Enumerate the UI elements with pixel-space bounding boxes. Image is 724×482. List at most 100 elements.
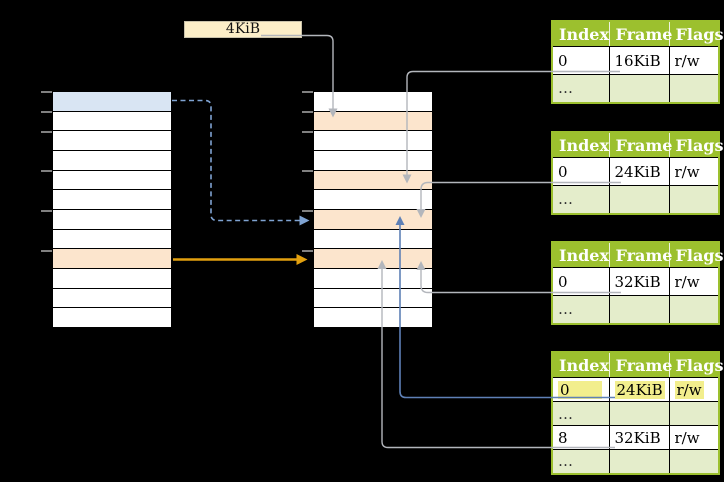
cell-frame [608, 74, 670, 103]
table-row-highlighted: 0 24KiB r/w [551, 377, 720, 402]
address-tick [41, 170, 52, 173]
virtual-memory-cell-9 [53, 269, 171, 289]
cell-frame [608, 449, 670, 474]
virtual-memory-column [41, 91, 172, 329]
physical-memory-cell-3 [314, 151, 432, 171]
physical-memory-cell-6 [314, 210, 432, 230]
physical-memory-cell-8 [314, 249, 432, 270]
virtual-memory-cell-7 [53, 229, 171, 250]
address-tick [41, 210, 52, 212]
cell-index: 8 [551, 425, 610, 450]
cell-flags [668, 449, 720, 474]
cell-frame: 24KiB [608, 157, 670, 186]
virtual-memory-cell-10 [53, 288, 171, 309]
physical-memory-cell-0 [314, 92, 432, 112]
cell-index: … [551, 295, 610, 324]
cell-frame [608, 185, 670, 214]
col-header-flags: Flags [668, 132, 724, 158]
cell-flags: r/w [668, 377, 720, 402]
address-tick [41, 249, 52, 252]
highlighted-value: r/w [674, 380, 704, 399]
table-row-ellipsis: … [551, 185, 720, 214]
page-table-1: Index Frame Flags 0 16KiB r/w … [551, 20, 724, 104]
col-header-index: Index [552, 21, 609, 47]
cell-index: 0 [551, 377, 610, 402]
address-tick [41, 110, 52, 113]
physical-memory-cell-7 [314, 229, 432, 250]
cell-frame: 16KiB [608, 46, 670, 75]
arrow-virtual-page-blue-mapping [172, 99, 310, 226]
cell-frame: 32KiB [608, 425, 670, 450]
col-header-flags: Flags [668, 242, 724, 268]
physical-memory-column [302, 91, 433, 329]
table-header-row: Index Frame Flags [552, 242, 724, 268]
table-header-row: Index Frame Flags [552, 352, 724, 378]
table-row-ellipsis: … [551, 401, 720, 426]
page-table-3: Index Frame Flags 0 32KiB r/w … [551, 241, 724, 325]
physical-memory-cell-2 [314, 131, 432, 152]
address-tick [302, 91, 313, 93]
col-header-frame: Frame [608, 352, 672, 378]
physical-memory-cell-11 [314, 308, 432, 329]
cell-index: 0 [551, 267, 610, 296]
col-header-frame: Frame [608, 21, 672, 47]
page-table-4: Index Frame Flags 0 24KiB r/w … 8 32KiB … [551, 351, 724, 475]
address-tick [41, 130, 52, 133]
cell-flags: r/w [668, 267, 720, 296]
address-tick [302, 249, 313, 252]
table-row: 8 32KiB r/w [551, 425, 720, 450]
virtual-memory-cell-0 [53, 92, 171, 112]
physical-memory-cell-1 [314, 111, 432, 132]
col-header-index: Index [552, 352, 609, 378]
cell-flags: r/w [668, 157, 720, 186]
physical-memory-cell-9 [314, 269, 432, 289]
table-row-ellipsis: … [551, 295, 720, 324]
virtual-memory-cell-4 [53, 170, 171, 191]
col-header-frame: Frame [608, 242, 672, 268]
cell-index: … [551, 185, 610, 214]
cell-frame: 32KiB [608, 267, 670, 296]
address-tick [302, 170, 313, 173]
address-tick [41, 91, 52, 93]
virtual-memory-cell-2 [53, 131, 171, 152]
cell-flags [668, 401, 720, 426]
frame-size-label: 4KiB [225, 21, 261, 37]
table-header-row: Index Frame Flags [552, 21, 724, 47]
table-row: 0 16KiB r/w [551, 46, 720, 75]
physical-memory-cell-4 [314, 170, 432, 191]
col-header-flags: Flags [668, 352, 724, 378]
address-tick [302, 210, 313, 212]
cell-flags: r/w [668, 425, 720, 450]
virtual-memory-cell-11 [53, 308, 171, 329]
cell-index: … [551, 449, 610, 474]
physical-memory-cell-10 [314, 288, 432, 309]
address-tick [302, 130, 313, 133]
page-table-2: Index Frame Flags 0 24KiB r/w … [551, 131, 724, 215]
table-row: 0 24KiB r/w [551, 157, 720, 186]
physical-memory-cell-5 [314, 190, 432, 211]
address-tick [302, 110, 313, 113]
col-header-frame: Frame [608, 132, 672, 158]
cell-flags [668, 74, 720, 103]
cell-frame [608, 295, 670, 324]
cell-flags [668, 185, 720, 214]
cell-frame [608, 401, 670, 426]
cell-index: 0 [551, 157, 610, 186]
frame-size-label-box: 4KiB [184, 21, 302, 38]
highlighted-value: 24KiB [614, 380, 665, 399]
virtual-memory-cell-6 [53, 210, 171, 230]
virtual-memory-cell-3 [53, 151, 171, 171]
cell-index: … [551, 74, 610, 103]
table-row-ellipsis: … [551, 449, 720, 474]
cell-index: … [551, 401, 610, 426]
col-header-index: Index [552, 132, 609, 158]
highlighted-value: 0 [558, 380, 602, 399]
cell-flags: r/w [668, 46, 720, 75]
virtual-memory-cell-1 [53, 111, 171, 132]
cell-index: 0 [551, 46, 610, 75]
cell-frame: 24KiB [608, 377, 670, 402]
col-header-index: Index [552, 242, 609, 268]
col-header-flags: Flags [668, 21, 724, 47]
table-header-row: Index Frame Flags [552, 132, 724, 158]
